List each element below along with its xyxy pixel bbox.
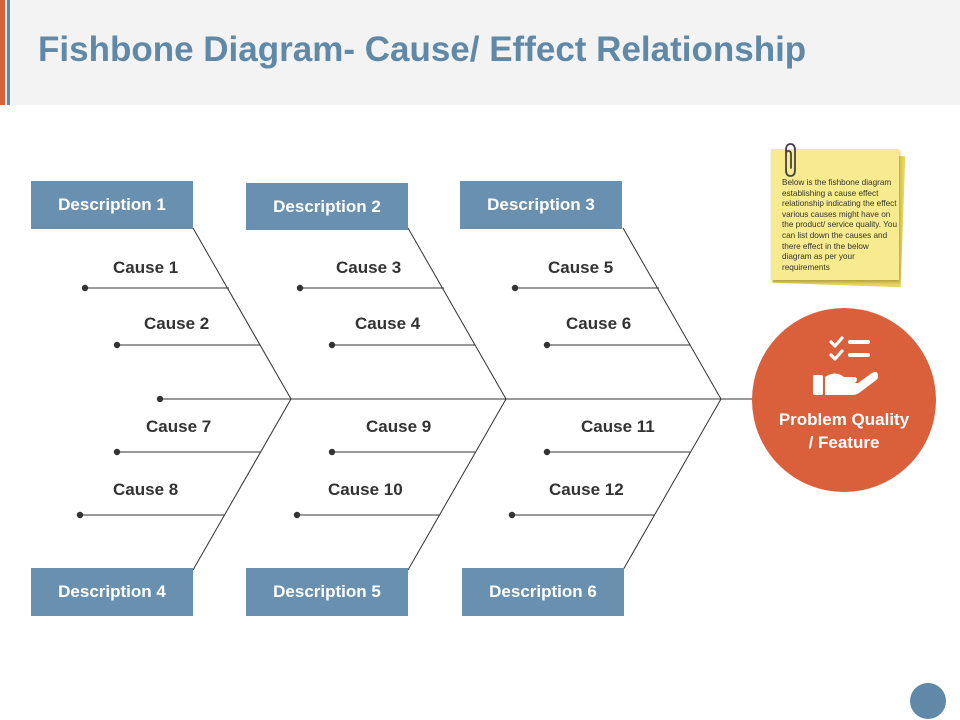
paperclip-icon	[785, 143, 796, 177]
page-indicator-dot	[910, 683, 946, 719]
branch-dot-cause-9	[328, 448, 336, 456]
effect-label-line-1: Problem Quality	[778, 410, 910, 429]
cause-label-11: Cause 11	[581, 417, 655, 436]
sticky-note-text: Below is the fishbone diagram establishi…	[782, 178, 897, 272]
cause-label-2: Cause 2	[144, 314, 210, 333]
description-label: Description 2	[273, 196, 381, 216]
bone-description-2	[407, 227, 507, 400]
branch-dot-cause-10	[293, 511, 301, 519]
cause-label-4: Cause 4	[355, 314, 421, 333]
bone-description-6	[622, 398, 722, 571]
header-bar	[0, 0, 960, 105]
spine-dot	[156, 395, 164, 403]
description-box-1: Description 1	[31, 181, 193, 229]
description-box-4: Description 4	[31, 568, 193, 616]
bone-description-5	[407, 398, 507, 571]
description-box-3: Description 3	[460, 181, 622, 229]
header-accent-bar	[0, 0, 5, 105]
branch-dot-cause-8	[76, 511, 84, 519]
description-label: Description 3	[487, 195, 595, 214]
cause-label-9: Cause 9	[366, 417, 432, 436]
branch-dot-cause-2	[113, 341, 121, 349]
branch-dot-cause-3	[296, 284, 304, 292]
cause-label-3: Cause 3	[336, 258, 402, 277]
cause-label-6: Cause 6	[566, 314, 632, 333]
effect-circle	[752, 308, 936, 492]
description-box-5: Description 5	[246, 568, 408, 616]
branch-dot-cause-6	[543, 341, 551, 349]
description-box-2: Description 2	[246, 183, 408, 230]
description-label: Description 6	[489, 582, 597, 601]
branch-dot-cause-11	[543, 448, 551, 456]
cause-label-8: Cause 8	[113, 480, 179, 499]
description-label: Description 1	[58, 195, 166, 214]
branch-dot-cause-1	[81, 284, 89, 292]
description-box-6: Description 6	[462, 568, 624, 616]
effect-label-line-2: / Feature	[808, 433, 880, 452]
cause-label-12: Cause 12	[549, 480, 624, 499]
branch-dot-cause-7	[113, 448, 121, 456]
description-label: Description 4	[58, 582, 166, 601]
effect-label: Problem Quality / Feature	[752, 408, 936, 454]
page-title: Fishbone Diagram- Cause/ Effect Relation…	[38, 30, 807, 69]
cause-label-5: Cause 5	[548, 258, 614, 277]
cause-label-10: Cause 10	[328, 480, 403, 499]
bone-description-4	[192, 398, 292, 571]
bone-description-1	[192, 227, 292, 400]
branch-dot-cause-4	[328, 341, 336, 349]
description-label: Description 5	[273, 582, 381, 601]
checklist-hand-icon	[813, 336, 879, 395]
header-accent-bar-secondary	[7, 0, 10, 105]
branch-dot-cause-12	[508, 511, 516, 519]
cause-label-7: Cause 7	[146, 417, 212, 436]
cause-label-1: Cause 1	[113, 258, 179, 277]
branch-dot-cause-5	[511, 284, 519, 292]
sticky-note	[771, 149, 899, 280]
bone-description-3	[622, 227, 722, 400]
